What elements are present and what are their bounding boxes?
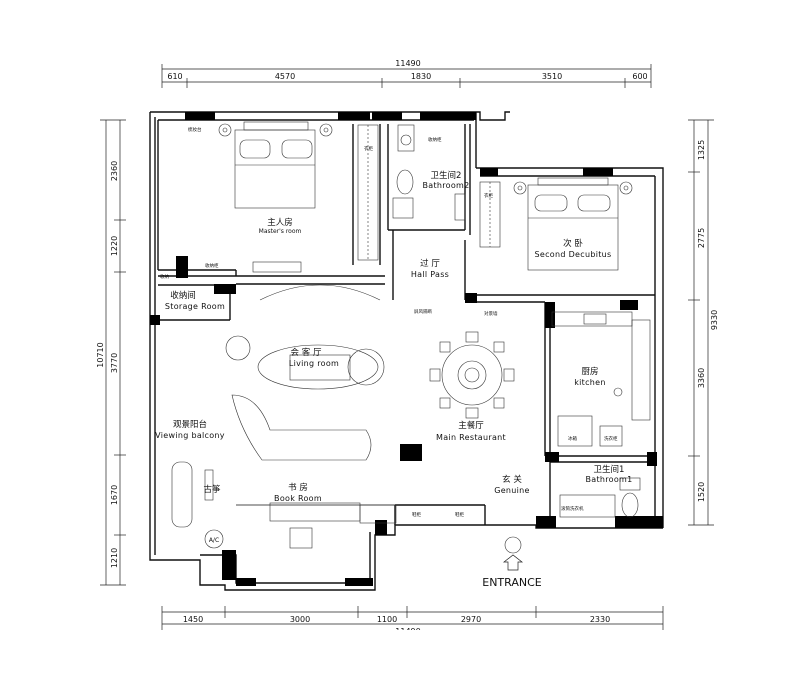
genuine-en: Genuine bbox=[494, 486, 530, 495]
columns bbox=[150, 112, 663, 586]
hall-pass-en: Hall Pass bbox=[411, 270, 449, 279]
dim-right-4: 1520 bbox=[697, 482, 706, 502]
bathroom1-en: Bathroom1 bbox=[585, 475, 632, 484]
dim-left-total: 10710 bbox=[96, 342, 105, 367]
label-sink-cabinet: 洗衣柜 bbox=[604, 435, 618, 442]
hall-pass-zh: 过 厅 bbox=[420, 258, 440, 269]
storage-room-en: Storage Room bbox=[165, 302, 225, 311]
viewing-balcony-en: Viewing balcony bbox=[155, 431, 225, 440]
dim-bottom-5: 2330 bbox=[590, 615, 610, 624]
storage-room-zh: 收纳间 bbox=[170, 290, 196, 301]
second-decubitus-zh: 次 卧 bbox=[563, 238, 583, 249]
label-sideboard: 对景墙 bbox=[484, 310, 498, 317]
label-dressing-table: 梳妆台 bbox=[188, 126, 202, 133]
label-storage-small: 收纳 bbox=[160, 273, 169, 280]
top-dimensions bbox=[161, 64, 652, 88]
dim-right-3: 3360 bbox=[697, 368, 706, 388]
walls bbox=[149, 111, 664, 591]
book-room-en: Book Room bbox=[274, 494, 322, 503]
dim-top-1: 610 bbox=[167, 72, 182, 81]
label-storage-cabinet-2: 收纳柜 bbox=[205, 262, 219, 269]
label-fridge: 冰箱 bbox=[568, 435, 577, 442]
label-wash-machine: 滚筒洗衣机 bbox=[561, 505, 584, 512]
dim-left-3: 3770 bbox=[110, 353, 119, 373]
label-wardrobe-master: 衣柜 bbox=[364, 145, 373, 152]
dim-left-5: 1210 bbox=[110, 548, 119, 568]
viewing-balcony-zh: 观景阳台 bbox=[173, 419, 207, 430]
genuine-zh: 玄 关 bbox=[502, 474, 522, 485]
dim-top-4: 3510 bbox=[542, 72, 562, 81]
dim-bottom-2: 3000 bbox=[290, 615, 310, 624]
dim-top-total: 11490 bbox=[395, 59, 420, 68]
ac-icon bbox=[204, 529, 224, 549]
living-room-zh: 会 客 厅 bbox=[291, 347, 322, 358]
living-room-en: Living room bbox=[289, 359, 339, 368]
ac-label: A/C bbox=[209, 537, 219, 544]
masters-room-zh: 主人房 bbox=[267, 217, 293, 228]
main-restaurant-en: Main Restaurant bbox=[436, 433, 506, 442]
dim-bottom-3: 1100 bbox=[377, 615, 397, 624]
bottom-dimensions bbox=[161, 606, 664, 630]
dim-bottom-total: 11490 bbox=[395, 627, 420, 636]
guzheng-label: 古筝 bbox=[203, 484, 221, 495]
dim-right-2: 2775 bbox=[697, 228, 706, 248]
dim-right-1: 1325 bbox=[697, 140, 706, 160]
dim-top-2: 4570 bbox=[275, 72, 295, 81]
label-shoe-cabinet: 鞋柜 bbox=[412, 511, 421, 518]
right-dimensions bbox=[688, 119, 714, 526]
dim-left-2: 1220 bbox=[110, 236, 119, 256]
label-wardrobe-second: 衣柜 bbox=[484, 192, 493, 199]
label-storage-cabinet: 收纳柜 bbox=[428, 136, 442, 143]
dim-bottom-1: 1450 bbox=[183, 615, 203, 624]
dim-left-4: 1670 bbox=[110, 485, 119, 505]
bathroom2-en: Bathroom2 bbox=[422, 181, 469, 190]
dim-bottom-4: 2970 bbox=[461, 615, 481, 624]
bathroom1-zh: 卫生间1 bbox=[594, 464, 625, 475]
kitchen-en: kitchen bbox=[574, 378, 606, 387]
second-decubitus-en: Second Decubitus bbox=[534, 250, 611, 259]
kitchen-zh: 厨房 bbox=[581, 366, 598, 377]
label-shoe-cabinet-2: 鞋柜 bbox=[455, 511, 464, 518]
bathroom2-zh: 卫生间2 bbox=[431, 170, 462, 181]
furniture bbox=[171, 121, 651, 554]
dim-left-1: 2360 bbox=[110, 161, 119, 181]
masters-room-en: Master's room bbox=[259, 228, 302, 235]
entrance-arrow-icon bbox=[502, 554, 524, 571]
dim-right-total: 9330 bbox=[710, 310, 719, 330]
left-dimensions bbox=[100, 119, 126, 586]
entrance-label: ENTRANCE bbox=[482, 576, 542, 589]
label-screen: 屏风隔断 bbox=[414, 308, 432, 315]
main-restaurant-zh: 主餐厅 bbox=[458, 420, 484, 431]
dim-top-5: 600 bbox=[632, 72, 647, 81]
book-room-zh: 书 房 bbox=[288, 482, 308, 493]
dim-top-3: 1830 bbox=[411, 72, 431, 81]
